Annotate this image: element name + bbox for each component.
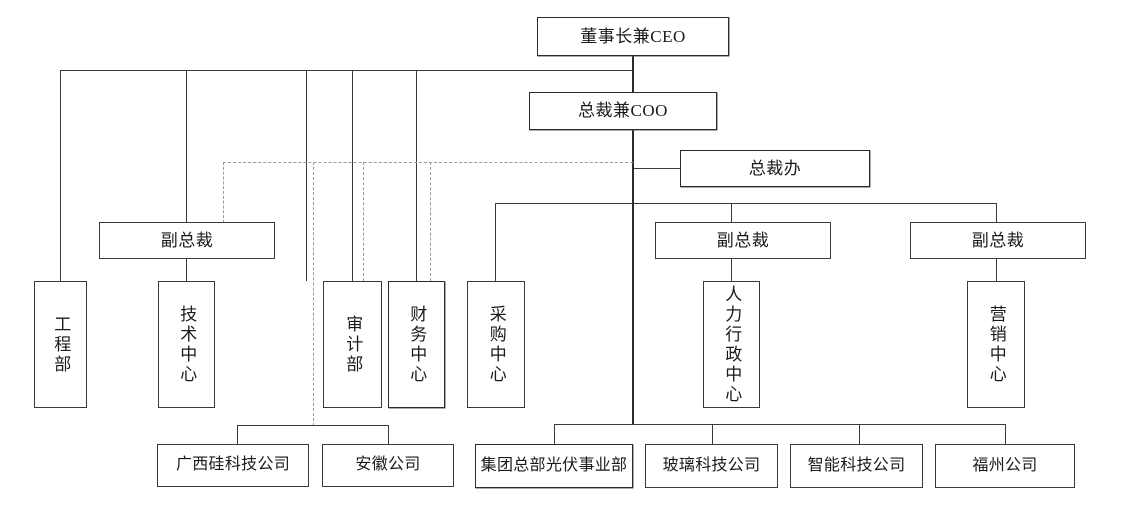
connector-drop-finance-b [416, 70, 417, 281]
connector-dashed-drop-vp-left [223, 162, 224, 223]
connector-vp-mid-to-hr [731, 258, 732, 281]
connector-bottom-right-bus [554, 424, 1006, 425]
connector-dashed-drop-audit [363, 162, 364, 281]
connector-ceo-stem [632, 55, 634, 71]
node-label: 玻璃科技公司 [662, 456, 761, 474]
connector-drop-glass [712, 424, 713, 444]
connector-ceo-bus [60, 70, 634, 71]
connector-bottom-left-bus [237, 425, 389, 426]
node-label: 审计部 [343, 314, 363, 375]
node-president-office[interactable]: 总裁办 [680, 150, 870, 187]
node-label: 集团总部光伏事业部 [480, 456, 628, 474]
node-label: 营销中心 [986, 304, 1006, 385]
connector-dashed-bus [223, 162, 633, 163]
connector-dashed-drop-subsidiary [313, 162, 314, 426]
connector-drop-anhui [388, 425, 389, 444]
connector-drop-vp-mid [731, 203, 732, 222]
connector-coo-to-president-office [633, 168, 681, 169]
node-audit-dept[interactable]: 审计部 [323, 281, 382, 408]
connector-drop-fuzhou [1005, 424, 1006, 444]
node-pv-division[interactable]: 集团总部光伏事业部 [475, 444, 633, 488]
node-glass-tech[interactable]: 玻璃科技公司 [645, 444, 778, 488]
node-label: 副总裁 [160, 230, 214, 250]
connector-drop-pv-division [554, 424, 555, 444]
node-smart-tech[interactable]: 智能科技公司 [790, 444, 923, 488]
node-engineering-dept[interactable]: 工程部 [34, 281, 87, 408]
connector-drop-smart [859, 424, 860, 444]
node-label: 总裁兼COO [578, 101, 668, 121]
node-anhui-company[interactable]: 安徽公司 [322, 444, 454, 487]
node-hr-admin-center[interactable]: 人力行政中心 [703, 281, 760, 408]
node-label: 董事长兼CEO [580, 26, 686, 46]
node-vp-left[interactable]: 副总裁 [99, 222, 275, 259]
node-vp-mid[interactable]: 副总裁 [655, 222, 831, 259]
connector-drop-guangxi [237, 425, 238, 444]
node-label: 安徽公司 [355, 456, 421, 474]
connector-vp-left-to-tech [186, 258, 187, 281]
connector-drop-finance-a [352, 70, 353, 281]
node-vp-right[interactable]: 副总裁 [910, 222, 1086, 259]
node-label: 人力行政中心 [722, 284, 742, 405]
node-president-coo[interactable]: 总裁兼COO [529, 92, 717, 130]
node-label: 副总裁 [716, 230, 770, 250]
connector-drop-audit [306, 70, 307, 281]
connector-coo-spine [632, 130, 634, 425]
node-label: 采购中心 [486, 304, 506, 385]
connector-ceo-to-coo [632, 70, 634, 93]
node-tech-center[interactable]: 技术中心 [158, 281, 215, 408]
node-label: 技术中心 [177, 304, 197, 385]
node-label: 财务中心 [407, 304, 427, 385]
node-purchasing-center[interactable]: 采购中心 [467, 281, 525, 408]
connector-drop-vp-right [996, 203, 997, 222]
node-label: 工程部 [51, 314, 71, 375]
node-fuzhou-company[interactable]: 福州公司 [935, 444, 1075, 488]
node-guangxi-silicon-tech[interactable]: 广西硅科技公司 [157, 444, 309, 487]
connector-vp-right-to-marketing [996, 258, 997, 281]
connector-drop-vp-left [186, 70, 187, 222]
node-label: 总裁办 [748, 158, 802, 178]
node-finance-center[interactable]: 财务中心 [388, 281, 445, 408]
node-label: 副总裁 [971, 230, 1025, 250]
node-chairman-ceo[interactable]: 董事长兼CEO [537, 17, 729, 56]
node-marketing-center[interactable]: 营销中心 [967, 281, 1025, 408]
connector-coo-bus [495, 203, 997, 204]
node-label: 广西硅科技公司 [175, 456, 291, 474]
node-label: 智能科技公司 [807, 456, 906, 474]
connector-dashed-drop-finance [430, 162, 431, 281]
node-label: 福州公司 [972, 456, 1038, 474]
connector-drop-purchasing [495, 203, 496, 281]
connector-drop-engineering [60, 70, 61, 281]
